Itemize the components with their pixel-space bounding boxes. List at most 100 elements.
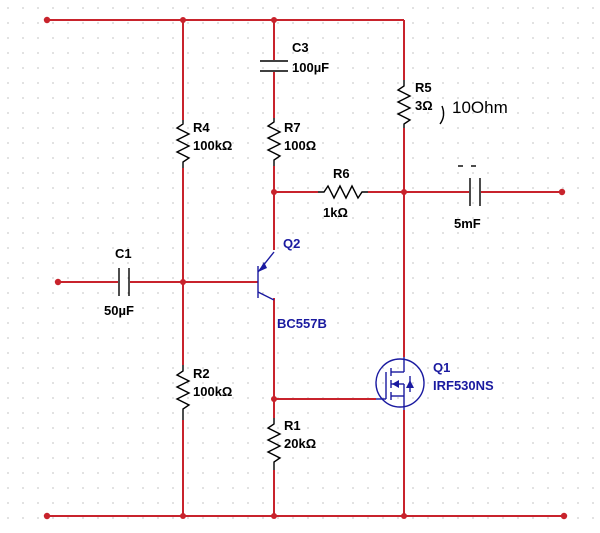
grid-dot [487, 187, 489, 189]
grid-dot [322, 187, 324, 189]
grid-dot [22, 52, 24, 54]
junction [401, 513, 407, 519]
grid-dot [37, 202, 39, 204]
grid-dot [67, 82, 69, 84]
grid-dot [127, 442, 129, 444]
grid-dot [262, 187, 264, 189]
grid-dot [37, 217, 39, 219]
r5-value-label: 3Ω [415, 98, 433, 113]
grid-dot [472, 22, 474, 24]
junctions [180, 17, 407, 519]
grid-dot [442, 22, 444, 24]
grid-dot [22, 472, 24, 474]
grid-dot [127, 157, 129, 159]
grid-dot [472, 352, 474, 354]
grid-dot [427, 7, 429, 9]
grid-dot [292, 52, 294, 54]
grid-dot [592, 112, 594, 114]
grid-dot [187, 487, 189, 489]
grid-dot [442, 232, 444, 234]
grid-dot [412, 277, 414, 279]
grid-dot [202, 7, 204, 9]
grid-dot [412, 487, 414, 489]
grid-dot [172, 172, 174, 174]
grid-dot [292, 517, 294, 519]
grid-dot [562, 82, 564, 84]
grid-dot [247, 187, 249, 189]
grid-dot [502, 142, 504, 144]
grid-dot [97, 142, 99, 144]
grid-dot [202, 517, 204, 519]
grid-dot [382, 277, 384, 279]
grid-dot [502, 262, 504, 264]
resistor-r7 [266, 118, 282, 166]
grid-dot [307, 112, 309, 114]
grid-dot [382, 382, 384, 384]
resistor-r6 [318, 184, 368, 200]
grid-dot [157, 517, 159, 519]
grid-dot [547, 7, 549, 9]
grid-dot [172, 202, 174, 204]
grid-dot [7, 352, 9, 354]
grid-dot [382, 352, 384, 354]
grid-dot [127, 367, 129, 369]
grid-dot [322, 262, 324, 264]
grid-dot [142, 472, 144, 474]
grid-dot [487, 202, 489, 204]
grid-dot [502, 247, 504, 249]
grid-dot [577, 337, 579, 339]
grid-dot [457, 217, 459, 219]
grid-dot [322, 22, 324, 24]
grid-dot [547, 172, 549, 174]
grid-dot [217, 262, 219, 264]
grid-dot [367, 262, 369, 264]
grid-dot [562, 397, 564, 399]
grid-dot [247, 397, 249, 399]
grid-dot [37, 232, 39, 234]
grid-dot [337, 517, 339, 519]
grid-dot [157, 382, 159, 384]
grid-dot [82, 352, 84, 354]
grid-dot [217, 157, 219, 159]
grid-dot [427, 202, 429, 204]
grid-dot [22, 22, 24, 24]
grid-dot [577, 157, 579, 159]
grid-dot [22, 442, 24, 444]
c1-ref-label: C1 [115, 246, 132, 261]
grid-dot [127, 307, 129, 309]
grid-dot [112, 112, 114, 114]
grid-dot [292, 97, 294, 99]
grid-dot [127, 337, 129, 339]
grid-dot [592, 157, 594, 159]
grid-dot [502, 232, 504, 234]
grid-dot [442, 52, 444, 54]
grid-dot [307, 232, 309, 234]
grid-dot [592, 442, 594, 444]
grid-dot [97, 427, 99, 429]
grid-dot [532, 352, 534, 354]
grid-dot [247, 67, 249, 69]
grid-dot [232, 37, 234, 39]
grid-dot [592, 457, 594, 459]
grid-dot [487, 382, 489, 384]
grid-dot [442, 37, 444, 39]
grid-dot [232, 217, 234, 219]
grid-dot [352, 427, 354, 429]
grid-dot [397, 142, 399, 144]
grid-dot [127, 217, 129, 219]
grid-dot [292, 487, 294, 489]
grid-dot [367, 232, 369, 234]
grid-dot [502, 112, 504, 114]
grid-dot [337, 472, 339, 474]
grid-dot [577, 487, 579, 489]
grid-dot [382, 202, 384, 204]
grid-dot [217, 142, 219, 144]
grid-dot [127, 142, 129, 144]
grid-dot [442, 262, 444, 264]
grid-dot [217, 397, 219, 399]
grid-dot [352, 367, 354, 369]
grid-dot [487, 157, 489, 159]
grid-dot [172, 457, 174, 459]
grid-dot [577, 232, 579, 234]
grid-dot [592, 187, 594, 189]
